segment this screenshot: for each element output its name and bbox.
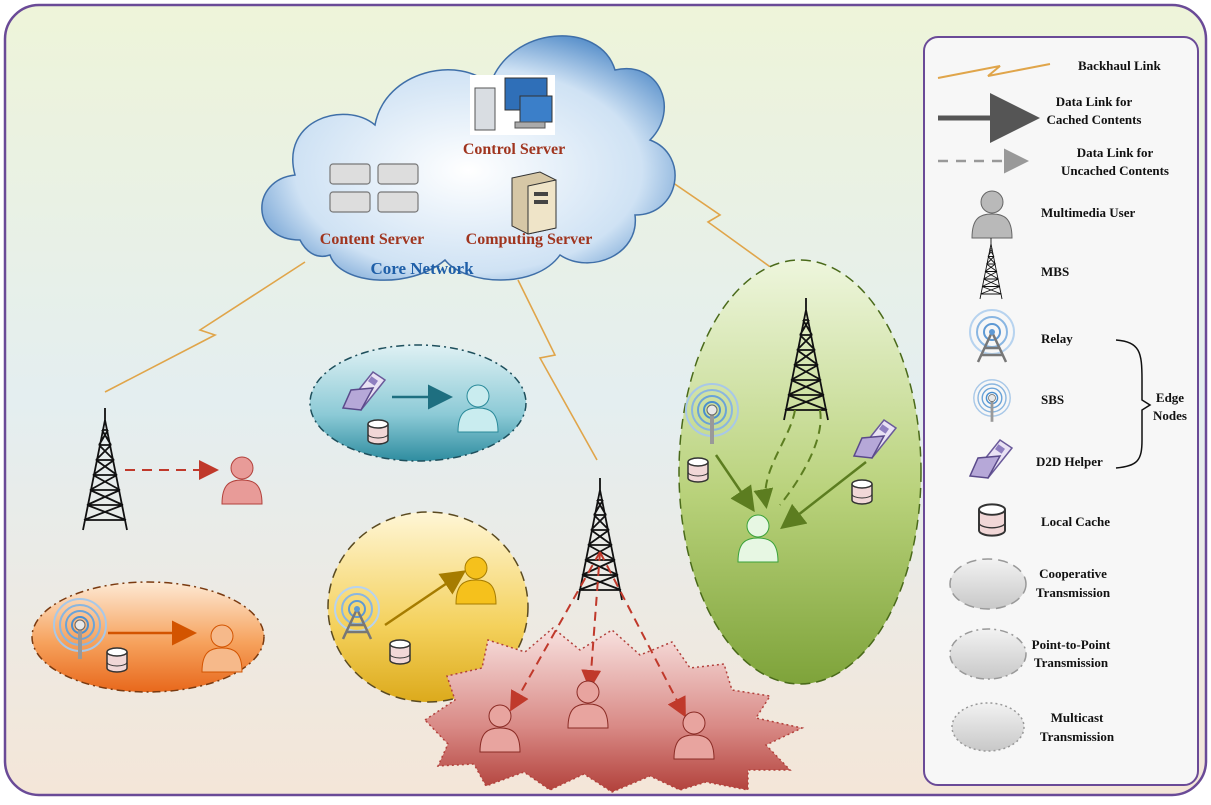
cache-icon (687, 457, 709, 483)
cache-icon (389, 639, 411, 665)
legend-cache: Local Cache (1041, 514, 1110, 529)
legend-relay: Relay (1041, 331, 1073, 346)
core-network-label: Core Network (370, 259, 474, 278)
legend-coop-1: Cooperative (1039, 566, 1107, 581)
legend-mc-2: Transmission (1040, 729, 1115, 744)
content-server-label: Content Server (320, 231, 424, 248)
database-icon (329, 163, 419, 213)
cooperative-links (714, 409, 867, 530)
legend-d2d: D2D Helper (1036, 454, 1103, 469)
legend-coop-2: Transmission (1036, 585, 1111, 600)
legend-p2p-2: Transmission (1034, 655, 1109, 670)
legend-uncached-2: Uncached Contents (1061, 163, 1169, 178)
cache-icon (367, 419, 389, 445)
core-network-cloud: Control Server Content Server Computing … (261, 35, 676, 281)
legend-mc-1: Multicast (1051, 710, 1104, 725)
cache-icon (106, 647, 128, 673)
cloud-icon (261, 35, 676, 281)
teal-region (309, 344, 527, 462)
edge-nodes-bracket (1115, 339, 1152, 469)
backhaul-legend-icon (937, 63, 1051, 79)
legend-mbs: MBS (1041, 264, 1069, 279)
green-region (678, 259, 922, 685)
computing-server-label: Computing Server (466, 231, 593, 248)
legend-cached-1: Data Link for (1056, 94, 1133, 109)
server-tower-icon (511, 171, 557, 235)
coop-legend-icon (949, 558, 1027, 610)
cached-link-yellow (384, 570, 467, 627)
p2p-legend-icon (949, 628, 1027, 680)
computer-icon (470, 75, 555, 135)
legend-cached-2: Cached Contents (1047, 112, 1142, 127)
cache-icon (851, 479, 873, 505)
legend-backhaul: Backhaul Link (1078, 58, 1162, 73)
control-server-label: Control Server (463, 141, 565, 158)
legend-p2p-1: Point-to-Point (1032, 637, 1111, 652)
legend-panel: Backhaul Link Data Link for Cached Conte… (923, 36, 1199, 786)
legend-edge-1: Edge (1156, 390, 1184, 405)
multicast-legend-icon (951, 702, 1025, 752)
multicast-links (510, 551, 686, 718)
cache-legend-icon (978, 503, 1006, 537)
legend-uncached-1: Data Link for (1077, 145, 1154, 160)
legend-user: Multimedia User (1041, 205, 1135, 220)
legend-edge-2: Nodes (1153, 408, 1187, 423)
legend-sbs: SBS (1041, 392, 1064, 407)
